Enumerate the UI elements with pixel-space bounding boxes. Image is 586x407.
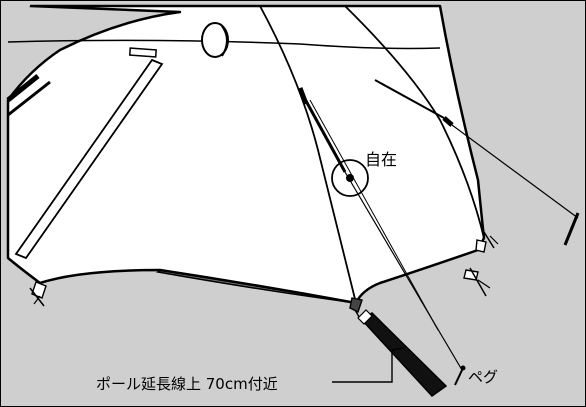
- vent-flap: [128, 47, 157, 58]
- jizai-tensioner-dot: [346, 174, 354, 182]
- tent-body: [6, 4, 486, 305]
- pole-seam-center: [259, 5, 357, 304]
- front-guyline-lower: [344, 171, 463, 371]
- front-peg: [454, 367, 464, 386]
- label-peg: ペグ: [468, 368, 499, 386]
- corner-tab-upper-right: [475, 239, 487, 253]
- door-zipper-strip: [14, 58, 164, 260]
- left-pole-top-seam: [6, 74, 40, 102]
- jizai-highlight-circle: [331, 159, 369, 197]
- right-guyline: [451, 124, 579, 219]
- label-jizai: 自在: [365, 150, 398, 169]
- label-pole-extension: ポール延長線上 70cm付近: [96, 375, 278, 393]
- right-guyline-tensioner: [442, 116, 454, 127]
- right-peg: [563, 212, 580, 246]
- left-side-strap: [7, 80, 51, 117]
- front-guyline-second: [309, 99, 439, 331]
- top-seam: [7, 39, 441, 50]
- vestibule-tab: [349, 297, 363, 313]
- pole-seam-right: [344, 5, 485, 239]
- pole-extension-leader: [332, 350, 393, 383]
- upper-right-strap: [374, 79, 445, 119]
- front-guyline-upper: [298, 89, 347, 173]
